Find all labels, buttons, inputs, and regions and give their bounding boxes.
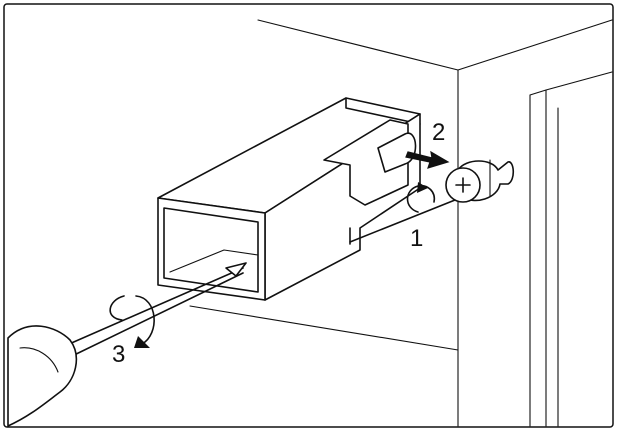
cam-screw [445, 159, 515, 203]
step-label-2: 2 [432, 119, 445, 146]
rotate-arrow-icon-step-1 [406, 182, 436, 213]
cam-shaft [349, 195, 466, 243]
step-label-3: 3 [112, 341, 125, 368]
step-label-1: 1 [410, 225, 423, 252]
pull-arrow-icon [405, 150, 450, 169]
diagram-frame [3, 3, 614, 428]
cabinet-panel [189, 19, 613, 427]
bracket-body [157, 97, 421, 301]
rotate-arrow-icon-step-3 [109, 295, 155, 348]
